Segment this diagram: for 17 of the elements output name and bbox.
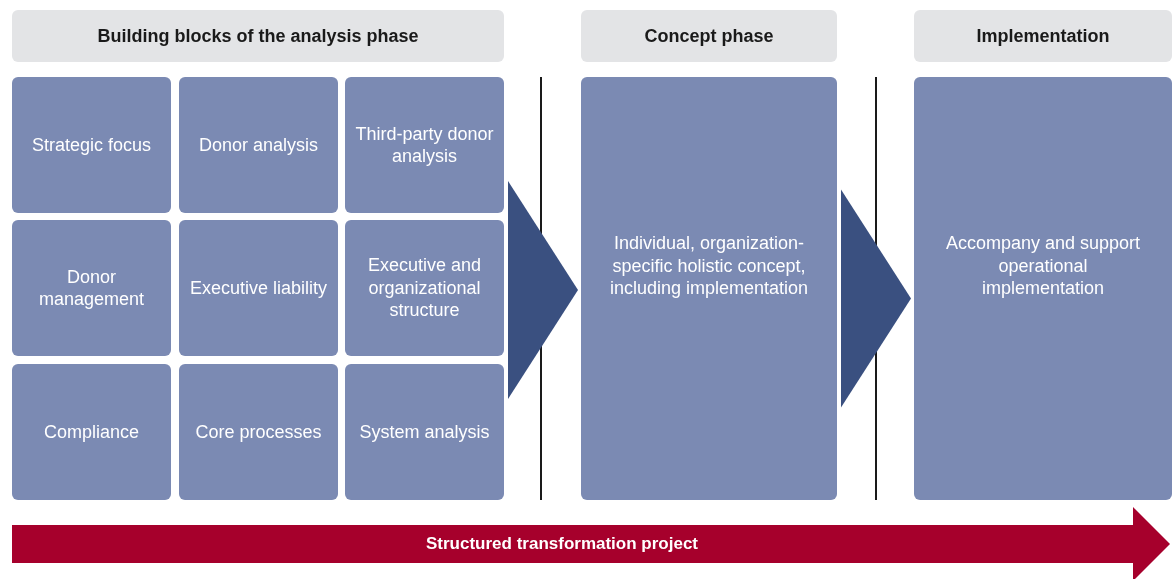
chevron-arrow (508, 181, 578, 399)
block-box: Individual, organization-specific holistic concept, including implementation (581, 77, 837, 500)
phase-header: Concept phase (581, 10, 837, 62)
chevron-arrow (841, 189, 911, 408)
block-box: Donor analysis (179, 77, 338, 213)
block-box: Core processes (179, 364, 338, 500)
block-box: Accompany and support operational implementation (914, 77, 1172, 500)
block-box: Executive liability (179, 220, 338, 356)
block-box: Third-party donor analysis (345, 77, 504, 213)
block-box: Executive and organizational structure (345, 220, 504, 356)
phase-header: Building blocks of the analysis phase (12, 10, 504, 62)
banner-label: Structured transformation project (425, 534, 698, 554)
phase-header: Implementation (914, 10, 1172, 62)
block-box: Donor management (12, 220, 171, 356)
block-box: Compliance (12, 364, 171, 500)
block-box: System analysis (345, 364, 504, 500)
block-box: Strategic focus (12, 77, 171, 213)
